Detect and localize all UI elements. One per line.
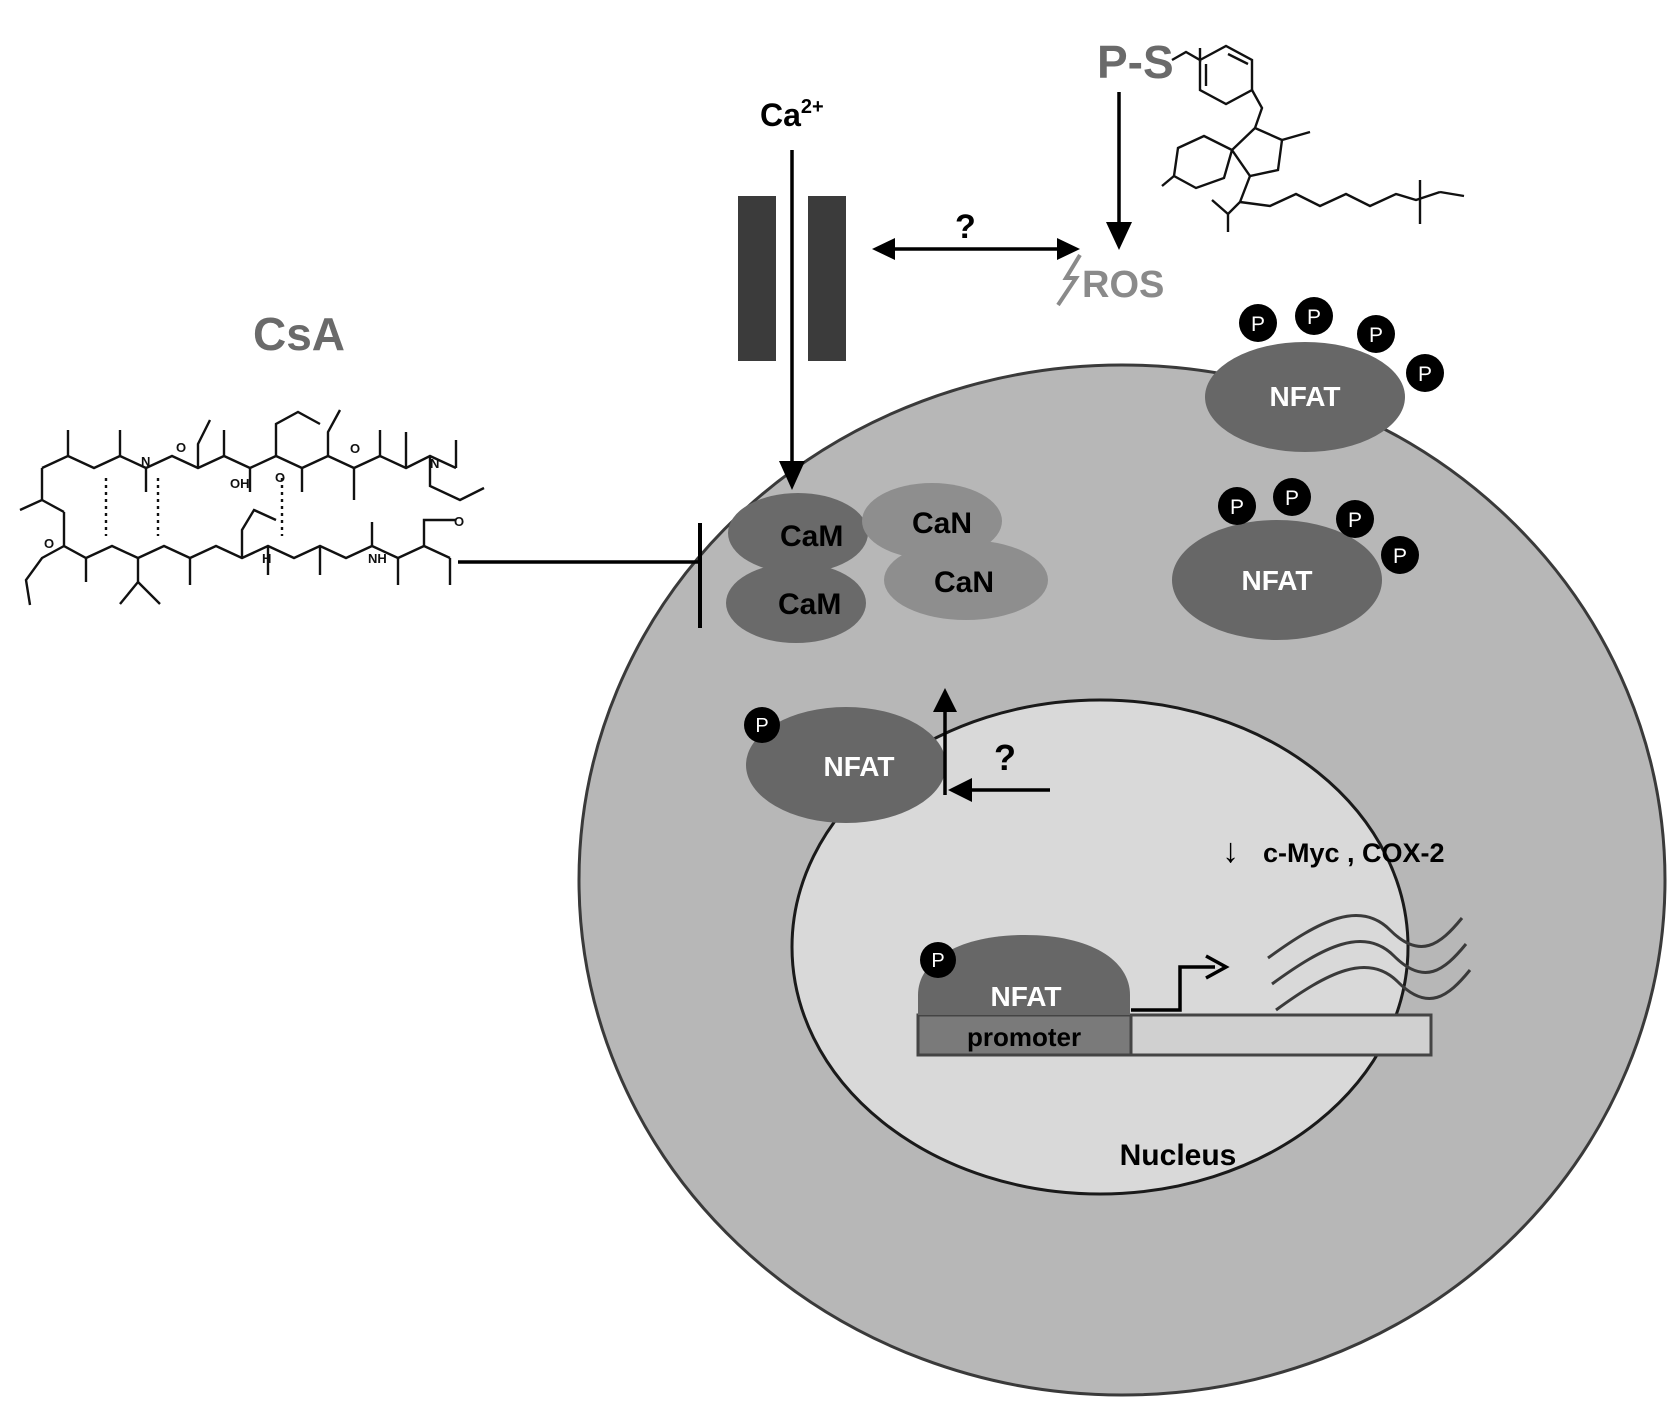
question-mark-nuclear: ? xyxy=(994,737,1016,778)
calcium-label: Ca2+ xyxy=(760,96,824,133)
nucleus xyxy=(790,698,1410,1196)
targets-label: c-Myc , COX-2 xyxy=(1263,838,1445,868)
csa-label: CsA xyxy=(253,308,345,360)
nfat-phospho-1 xyxy=(1205,342,1405,452)
nfat-bound-label: NFAT xyxy=(990,981,1061,1012)
ps-structure xyxy=(1161,44,1465,232)
csa-inhibition-line xyxy=(458,523,702,628)
cam-bottom xyxy=(726,563,866,643)
svg-text:P: P xyxy=(1348,509,1362,532)
phospho-group-2: P P P P xyxy=(1218,478,1419,574)
cam-bottom-label: CaM xyxy=(778,588,841,621)
nfat-membrane-phospho-label: P xyxy=(755,715,768,737)
cam-top xyxy=(728,493,868,573)
calcium-influx-arrow xyxy=(779,150,805,490)
nfat-membrane-label: NFAT xyxy=(823,751,894,782)
mrna-transcripts xyxy=(1267,914,1472,1012)
svg-text:N: N xyxy=(430,456,439,471)
svg-text:P: P xyxy=(1285,487,1299,510)
nfat-bound xyxy=(918,935,1130,1015)
csa-structure: O N O OH O H O N O NH xyxy=(19,409,485,606)
promoter-label: promoter xyxy=(967,1022,1081,1052)
nfat-phospho-2 xyxy=(1172,520,1382,640)
svg-text:O: O xyxy=(275,470,285,485)
svg-text:P: P xyxy=(1251,313,1265,336)
svg-text:OH: OH xyxy=(230,476,250,491)
svg-text:O: O xyxy=(454,514,464,529)
calcium-channel-left xyxy=(738,196,776,361)
calcium-channel-right xyxy=(808,196,846,361)
ps-label: P-S xyxy=(1097,36,1174,88)
svg-text:O: O xyxy=(44,536,54,551)
nuclear-export-arrow xyxy=(933,688,957,795)
nuclear-import-arrow xyxy=(948,778,1050,802)
svg-text:NH: NH xyxy=(368,551,387,566)
ros-lightning-icon xyxy=(1056,253,1082,307)
calcium-charge: 2+ xyxy=(801,96,824,118)
question-mark-ros: ? xyxy=(955,208,976,246)
nucleus-label: Nucleus xyxy=(1120,1139,1237,1172)
nfat-membrane xyxy=(746,707,946,823)
svg-text:P: P xyxy=(1393,545,1407,568)
nfat-phospho-1-label: NFAT xyxy=(1269,381,1340,412)
svg-text:H: H xyxy=(262,551,271,566)
can-top xyxy=(862,483,1002,559)
promoter-region xyxy=(916,1013,1133,1057)
cam-top-label: CaM xyxy=(780,520,843,553)
nfat-phospho-2-label: NFAT xyxy=(1241,565,1312,596)
channel-ros-double-arrow xyxy=(872,238,1080,260)
svg-text:P: P xyxy=(1418,363,1432,386)
phospho-group-1: P P P P xyxy=(1239,297,1444,392)
can-top-label: CaN xyxy=(912,507,972,540)
can-bottom-label: CaN xyxy=(934,566,994,599)
ps-arrow xyxy=(1106,92,1132,250)
nfat-membrane-phospho xyxy=(744,707,780,743)
svg-text:O: O xyxy=(350,441,360,456)
nfat-bound-phospho-label: P xyxy=(931,950,944,972)
svg-text:P: P xyxy=(1369,324,1383,347)
svg-text:P: P xyxy=(1307,306,1321,329)
transcription-start-arrow xyxy=(1131,954,1230,1012)
ros-label: ROS xyxy=(1082,264,1164,306)
nfat-bound-phospho xyxy=(920,942,956,978)
can-bottom xyxy=(884,540,1048,620)
down-arrow: ↓ xyxy=(1222,832,1239,870)
svg-text:P: P xyxy=(1230,496,1244,519)
svg-text:O: O xyxy=(176,440,186,455)
svg-text:N: N xyxy=(141,454,150,469)
